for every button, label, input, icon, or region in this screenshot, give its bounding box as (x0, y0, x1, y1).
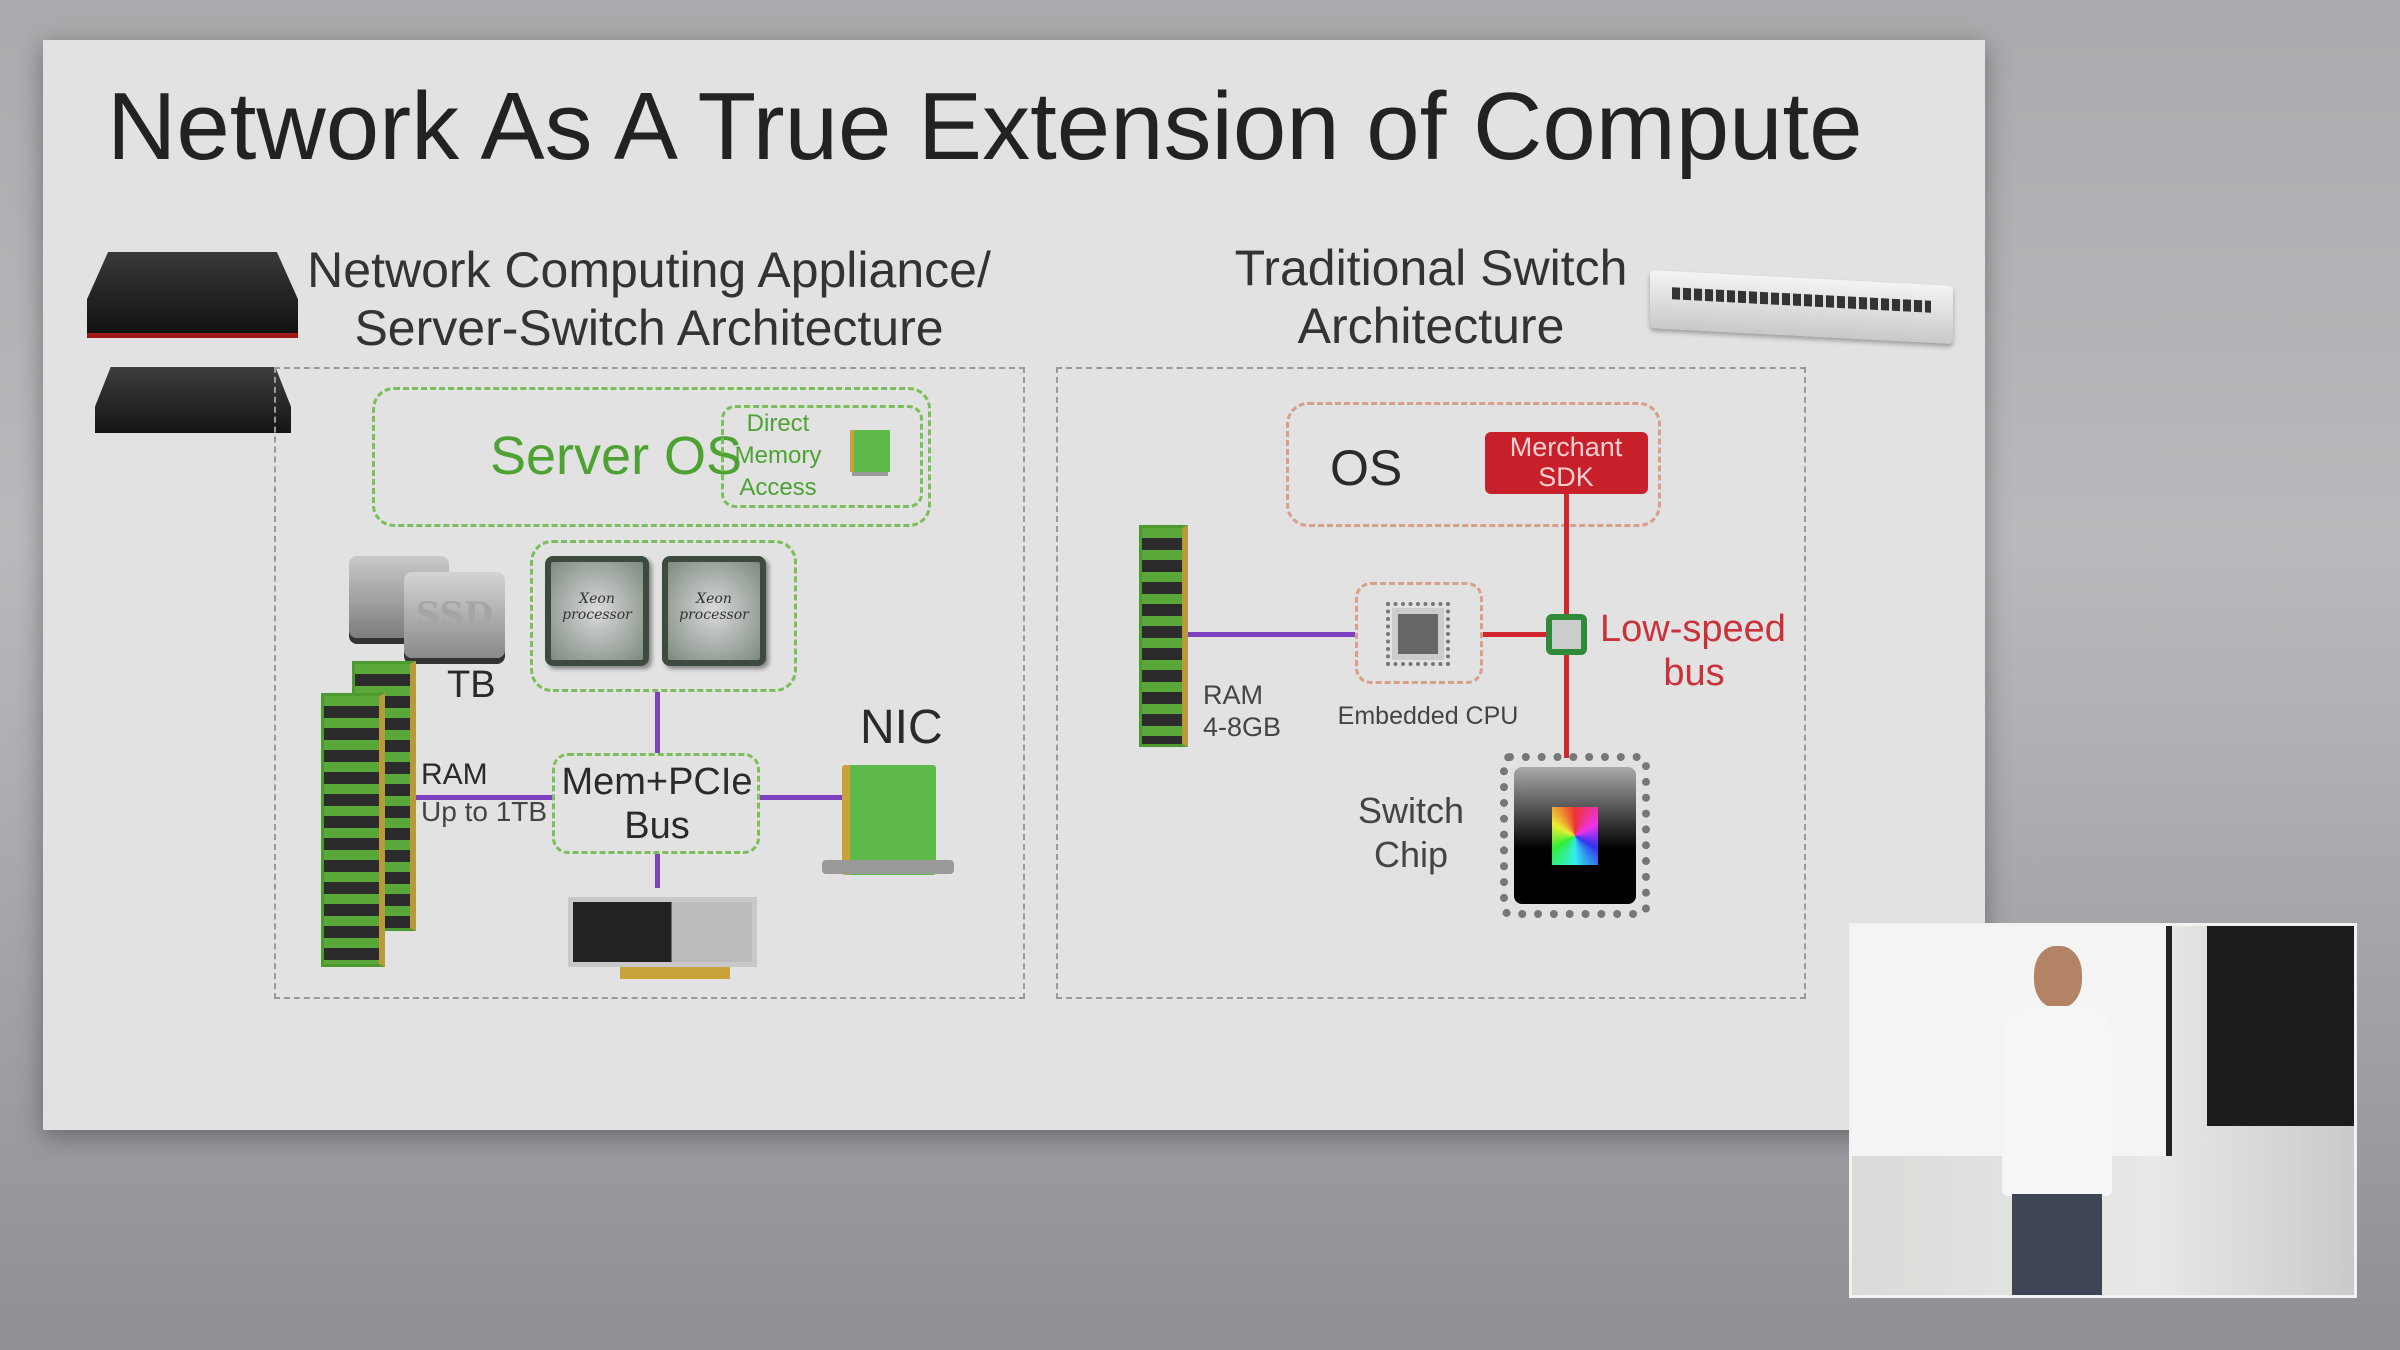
server-os-box (372, 387, 931, 527)
xeon-cpu-icon: Xeon processor (662, 556, 766, 666)
bus-line (655, 692, 660, 753)
bus-line (416, 795, 552, 800)
embedded-cpu-box (1355, 582, 1483, 684)
os-label: OS (1330, 440, 1403, 496)
low-speed-bus-line (1564, 655, 1569, 758)
xeon-cpu-icon: Xeon processor (545, 556, 649, 666)
nic-label: NIC (860, 701, 943, 754)
switch-chip-label-line2: Chip (1373, 834, 1449, 875)
appliance-image-1 (87, 252, 298, 338)
speaker-legs (2012, 1194, 2102, 1295)
server-switch-panel (274, 367, 1025, 999)
sdk-line2: SDK (1538, 462, 1594, 492)
bus-line (760, 795, 842, 800)
wall-monitor (2207, 926, 2354, 1126)
right-heading-line1: Traditional Switch (1234, 240, 1628, 296)
bus-label-line2: Bus (624, 805, 690, 847)
pcie-card-icon (568, 897, 757, 967)
embedded-cpu-icon (1386, 602, 1450, 666)
low-speed-bus-label-line2: bus (1663, 652, 1725, 694)
merchant-sdk-box (1485, 432, 1648, 494)
dma-box (721, 405, 923, 508)
speaker-head (2034, 946, 2082, 1008)
ram-label: RAM (421, 758, 488, 791)
low-speed-bus-label-line1: Low-speed (1600, 608, 1786, 650)
nic-bracket (822, 860, 954, 874)
nic-card-small-icon (850, 430, 890, 472)
slide-title: Network As A True Extension of Compute (107, 73, 1863, 180)
switch-chip-label-line1: Switch (1357, 790, 1465, 831)
memory-line (1188, 632, 1355, 637)
ram-stick-icon (321, 693, 385, 967)
pcie-connector (620, 967, 730, 979)
sdk-line1: Merchant (1509, 432, 1623, 462)
low-speed-bus-line (1564, 494, 1569, 614)
ram-capacity: Up to 1TB (421, 796, 548, 827)
mem-pcie-bus-box (552, 753, 760, 854)
switch-chip-icon (1500, 753, 1650, 918)
dma-line2: Memory (734, 442, 822, 469)
left-heading-line2: Server-Switch Architecture (354, 300, 944, 356)
nic-card-icon (842, 765, 936, 875)
dma-line3: Access (739, 474, 817, 501)
right-heading-line2: Architecture (1297, 298, 1565, 354)
server-os-label: Server OS (490, 426, 743, 486)
right-ram-label: RAM (1203, 680, 1263, 710)
speaker-body (2002, 1006, 2112, 1196)
right-ram-capacity: 4-8GB (1203, 712, 1282, 742)
ssd-icon: SSD (404, 572, 505, 658)
ram-stick-icon (1139, 525, 1188, 747)
embedded-cpu-label: Embedded CPU (1337, 702, 1519, 730)
traditional-switch-panel (1056, 367, 1806, 999)
storage-label: TB (447, 664, 496, 706)
speaker-video-inset (1849, 923, 2357, 1298)
bus-line (655, 854, 660, 888)
dma-line1: Direct (746, 410, 810, 437)
appliance-image-2 (95, 367, 291, 433)
low-speed-bus-line (1483, 632, 1546, 637)
left-heading-line1: Network Computing Appliance/ (307, 242, 991, 298)
bus-junction-icon (1546, 614, 1587, 655)
os-box (1286, 402, 1661, 527)
cpu-box (530, 540, 797, 692)
bus-label-line1: Mem+PCIe (561, 761, 753, 803)
